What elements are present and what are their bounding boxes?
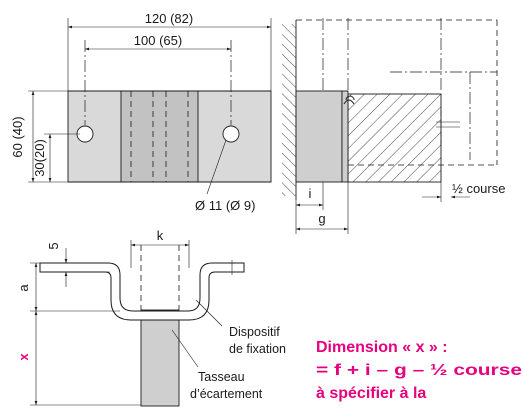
dim-x: x [16,353,31,361]
dim-half-height: 30(20) [32,139,47,177]
side-view: i g ½ course [282,18,505,234]
fixation-label-line2: de fixation [229,342,286,356]
fixation-bracket [39,262,245,321]
wall-hatching [282,24,296,196]
hole-diameter-label: Ø 11 (Ø 9) [195,198,255,213]
hole-right [222,125,240,143]
dim-hole-spacing: 100 (65) [134,33,182,48]
bottom-view: k 5 a x Dispositif de fixation Tasseau d… [16,228,286,407]
spacer-label-line1: Tasseau [198,370,245,384]
dim-g: g [318,211,325,226]
buffer-block [347,93,442,183]
dimension-caption: Dimension « x » : = f + i – g – ½ course… [316,339,522,402]
side-plate [295,90,343,183]
caption-title: Dimension « x » : [316,339,448,356]
front-view: 120 (82) 100 (65) 60 (40) 30(20) Ø 11 (Ø… [10,11,272,213]
dim-half-stroke: ½ course [452,181,505,196]
dim-total-width: 120 (82) [145,11,193,26]
caption-formula: = f + i – g – ½ course [316,362,522,379]
spacer-block [140,309,180,407]
dim-a: a [16,284,31,292]
caption-specify: à spécifier à la [316,385,426,402]
dim-5: 5 [46,242,61,249]
spacer-label-line2: d’écartement [190,387,263,401]
dim-height: 60 (40) [10,116,25,157]
dim-i: i [309,186,312,201]
front-channel [121,91,198,182]
fixation-label-line1: Dispositif [229,325,280,339]
dim-k: k [157,228,164,243]
